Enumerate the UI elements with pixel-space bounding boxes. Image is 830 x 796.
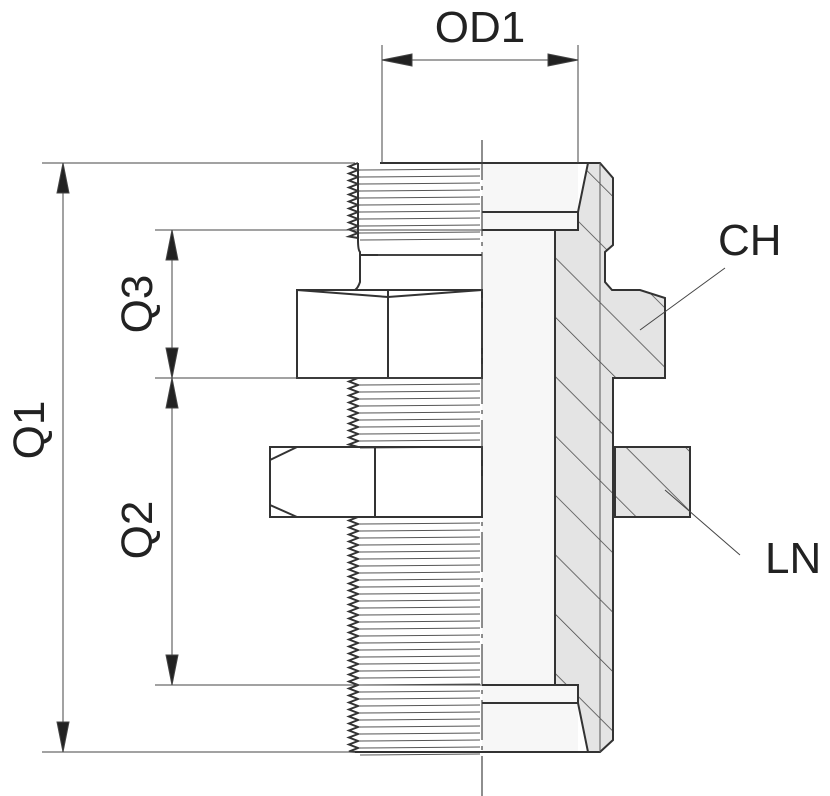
thread-lines xyxy=(345,162,481,756)
body-section xyxy=(554,162,666,753)
label-q3: Q3 xyxy=(113,275,162,334)
body-exterior xyxy=(354,163,482,291)
label-od1: OD1 xyxy=(435,3,525,52)
dimension-lines xyxy=(42,45,741,753)
label-q2: Q2 xyxy=(113,501,162,560)
label-ln: LN xyxy=(765,534,821,583)
lock-nut xyxy=(269,446,691,518)
label-ch: CH xyxy=(718,216,782,265)
label-q1: Q1 xyxy=(5,401,54,460)
hex-flange xyxy=(296,289,483,379)
